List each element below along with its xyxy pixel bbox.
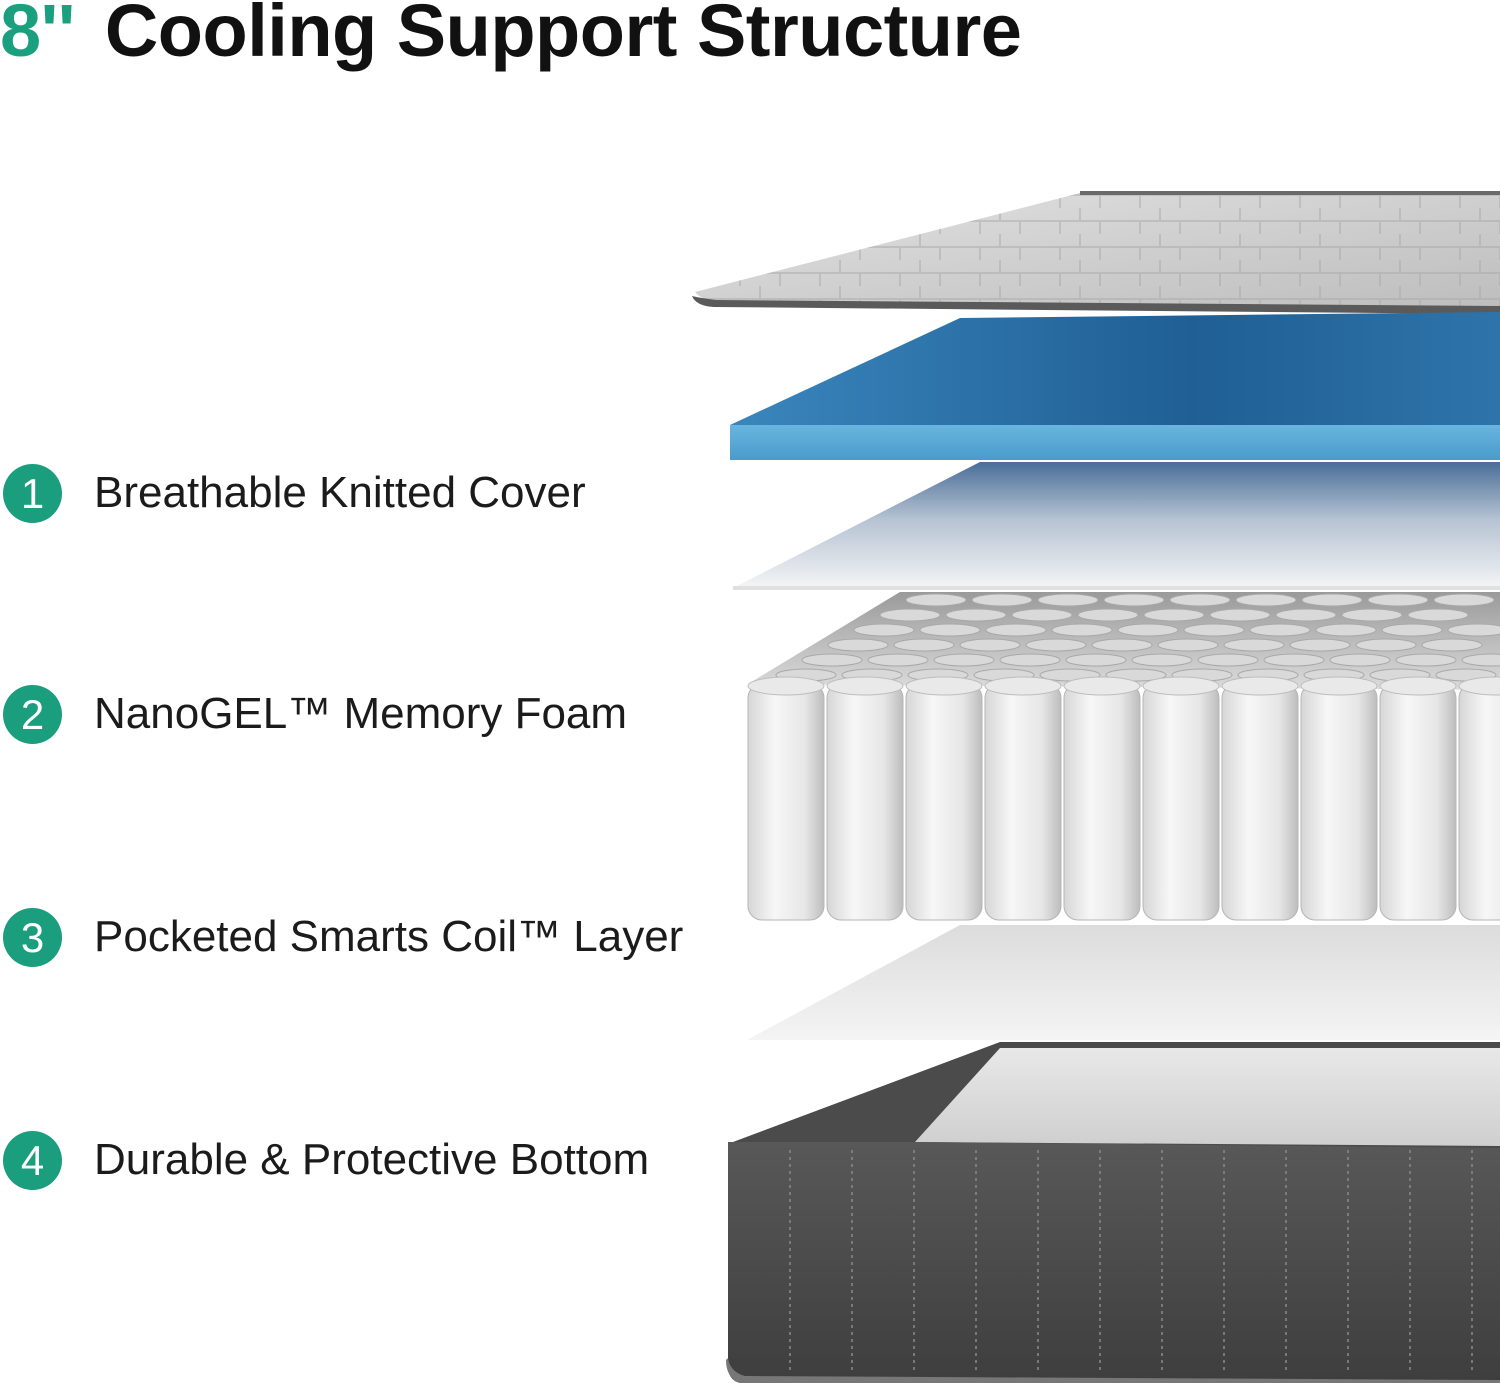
coil-top xyxy=(1342,609,1402,621)
coil-top xyxy=(960,639,1020,651)
coil-cap xyxy=(748,677,824,695)
comfort-sheet-shape xyxy=(733,462,1500,590)
coil-top xyxy=(1330,654,1390,666)
coil-column xyxy=(1380,684,1456,920)
coil-top xyxy=(854,624,914,636)
coil-top xyxy=(1210,609,1270,621)
coil-cap xyxy=(1143,677,1219,695)
coil-top xyxy=(1144,609,1204,621)
coil-top xyxy=(1132,654,1192,666)
coil-top xyxy=(1078,609,1138,621)
coil-top xyxy=(1382,624,1442,636)
coil-top xyxy=(1408,609,1468,621)
cover-layer-shape xyxy=(692,193,1500,314)
coil-top xyxy=(1012,609,1072,621)
coil-top xyxy=(802,654,862,666)
coil-cap xyxy=(906,677,982,695)
coil-top xyxy=(1276,609,1336,621)
coil-top xyxy=(1316,624,1376,636)
coil-top xyxy=(1448,624,1500,636)
coil-top xyxy=(1264,654,1324,666)
coil-top xyxy=(1302,594,1362,606)
coil-top xyxy=(1026,639,1086,651)
coil-top xyxy=(880,609,940,621)
coil-column xyxy=(906,684,982,920)
coil-top xyxy=(946,609,1006,621)
coil-top xyxy=(986,624,1046,636)
coil-cap xyxy=(985,677,1061,695)
coil-top xyxy=(1118,624,1178,636)
coil-top xyxy=(972,594,1032,606)
coil-top xyxy=(1368,594,1428,606)
coil-column xyxy=(1064,684,1140,920)
coil-top xyxy=(868,654,928,666)
coil-column xyxy=(1459,684,1500,920)
coil-top xyxy=(1236,594,1296,606)
coil-column xyxy=(1301,684,1377,920)
coil-cap xyxy=(827,677,903,695)
coil-top xyxy=(1104,594,1164,606)
coil-top xyxy=(906,594,966,606)
coil-top xyxy=(1170,594,1230,606)
gel-foam-layer-shape xyxy=(730,312,1500,460)
coil-top xyxy=(1422,639,1482,651)
coil-column xyxy=(985,684,1061,920)
coil-top xyxy=(1434,594,1494,606)
coil-top xyxy=(1290,639,1350,651)
coil-top xyxy=(1000,654,1060,666)
coil-column xyxy=(1143,684,1219,920)
coil-cap xyxy=(1222,677,1298,695)
coil-top xyxy=(894,639,954,651)
coil-top xyxy=(1224,639,1284,651)
coil-top xyxy=(1250,624,1310,636)
coil-layer-shape xyxy=(748,592,1500,920)
coil-column xyxy=(1222,684,1298,920)
coil-cap xyxy=(1064,677,1140,695)
coil-top xyxy=(1396,654,1456,666)
base-layer-shape xyxy=(726,1042,1500,1383)
coil-column xyxy=(827,684,903,920)
coil-top xyxy=(1158,639,1218,651)
coil-top xyxy=(1038,594,1098,606)
coil-cap xyxy=(1380,677,1456,695)
coil-top xyxy=(920,624,980,636)
coil-top xyxy=(1092,639,1152,651)
coil-top xyxy=(1066,654,1126,666)
coil-top xyxy=(1356,639,1416,651)
coil-top xyxy=(934,654,994,666)
coil-cap xyxy=(1301,677,1377,695)
coil-top xyxy=(828,639,888,651)
coil-column xyxy=(748,684,824,920)
coil-top xyxy=(1198,654,1258,666)
coil-top xyxy=(1184,624,1244,636)
coil-top xyxy=(1052,624,1112,636)
lower-sheet-shape xyxy=(747,925,1500,1040)
